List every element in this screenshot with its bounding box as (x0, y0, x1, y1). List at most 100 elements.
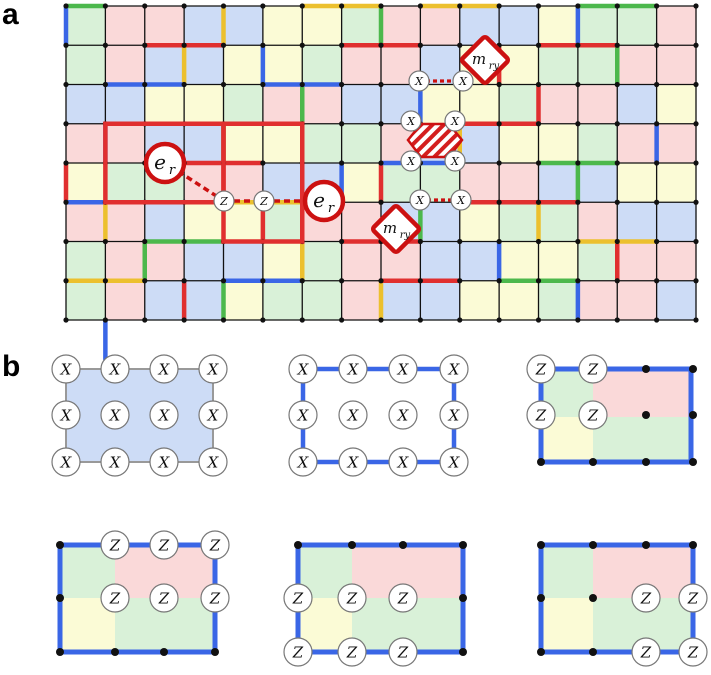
vertex-dot-icon (160, 648, 168, 656)
qubit-icon: X (439, 400, 469, 430)
qubit-circle (408, 70, 430, 92)
vertex-dot-icon (339, 317, 345, 323)
plaquette-cell (656, 6, 697, 46)
excitation-subscript: ry (489, 61, 500, 72)
qubit-circle (439, 447, 469, 477)
excitation-diamond (459, 34, 511, 86)
qubit-icon: X (444, 110, 466, 132)
plaquette-cell (66, 6, 106, 46)
qubit-icon: X (338, 400, 368, 430)
vertex-dot-icon (496, 238, 502, 245)
vertex-dot-icon (575, 317, 581, 323)
qubit-circle (213, 190, 235, 212)
qubit-label: Z (346, 589, 358, 607)
qubit-label: X (450, 155, 460, 168)
qubit-icon: Z (100, 530, 130, 560)
qubit-label: X (397, 453, 410, 471)
plaquette-box (65, 368, 214, 463)
vertex-dot-icon (457, 42, 463, 48)
qubit-icon: Z (388, 637, 418, 667)
vertex-dot-icon (654, 3, 660, 9)
plaquette-cell (262, 45, 303, 86)
vertex-dot-icon (496, 3, 502, 9)
plaquette-cell (538, 163, 579, 203)
qubit-icon: Z (631, 583, 661, 613)
vertex-dot-icon (220, 3, 227, 9)
qubit-label: X (207, 406, 220, 424)
vertex-dot-icon (260, 160, 266, 166)
qubit-circle (288, 447, 318, 477)
vertex-dot-icon (181, 42, 187, 48)
vertex-dot-icon (535, 238, 542, 245)
vertex-dot-icon (693, 3, 699, 9)
qubit-icon: X (408, 70, 430, 92)
qubit-label: X (450, 115, 460, 128)
qubit-icon: X (51, 354, 81, 384)
qubit-label: X (158, 360, 171, 378)
plaquette-cell (223, 280, 264, 321)
vertex-dot-icon (654, 121, 660, 127)
plaquette-cell (262, 280, 303, 321)
qubit-circle (337, 583, 367, 613)
vertex-dot-icon (378, 199, 384, 205)
vertex-dot-icon (102, 42, 108, 48)
plaquette-cell (66, 202, 106, 243)
plaquette-cell (184, 45, 225, 86)
qubit-label: X (397, 360, 410, 378)
vertex-dot-icon (63, 199, 69, 205)
plaquette-cell (381, 280, 421, 321)
vertex-dot-icon (537, 458, 545, 466)
qubit-label: Z (587, 406, 599, 424)
qubit-label: Z (397, 643, 409, 661)
vertex-dot-icon (417, 42, 423, 48)
vertex-dot-icon (589, 541, 597, 549)
vertex-dot-icon (589, 458, 597, 466)
qubit-label: X (406, 155, 416, 168)
vertex-dot-icon (181, 278, 187, 284)
plaquette-cell (420, 280, 461, 321)
qubit-icon: Z (200, 583, 230, 613)
vertex-dot-icon (181, 317, 187, 323)
qubit-label: X (297, 406, 310, 424)
qubit-icon: X (338, 447, 368, 477)
plaquette-cell (577, 163, 618, 203)
qubit-circle (51, 354, 81, 384)
plaquette-cell (144, 241, 185, 282)
vertex-dot-icon (299, 317, 305, 323)
qubit-label: X (109, 453, 122, 471)
qubit-circle (439, 400, 469, 430)
qubit-icon: X (439, 354, 469, 384)
qubit-icon: Z (337, 583, 367, 613)
vertex-dot-icon (142, 317, 148, 323)
plaquette-cell (381, 6, 421, 46)
qubit-circle (450, 189, 472, 211)
qubit-icon: X (198, 400, 228, 430)
vertex-dot-icon (339, 238, 345, 245)
qubit-circle (51, 447, 81, 477)
vertex-dot-icon (693, 199, 699, 205)
vertex-dot-icon (260, 3, 266, 9)
vertex-dot-icon (63, 278, 69, 284)
vertex-dot-icon (689, 541, 697, 549)
plaquette-cell (538, 202, 579, 243)
qubit-label: X (448, 360, 461, 378)
plaquette-cell (617, 202, 658, 243)
vertex-dot-icon (181, 81, 187, 88)
qubit-icon: Z (200, 530, 230, 560)
qubit-icon: Z (678, 583, 708, 613)
excitation-ring (302, 179, 346, 223)
excitation-label: m (472, 50, 486, 68)
qubit-icon: Z (337, 637, 367, 667)
qubit-circle (100, 400, 130, 430)
vertex-dot-icon (378, 160, 384, 166)
qubit-circle (631, 637, 661, 667)
vertex-dot-icon (654, 238, 660, 245)
vertex-dot-icon (575, 199, 581, 205)
qubit-circle (200, 530, 230, 560)
plaquette-cell (341, 45, 382, 86)
vertex-dot-icon (260, 81, 266, 88)
qubit-circle (283, 583, 313, 613)
